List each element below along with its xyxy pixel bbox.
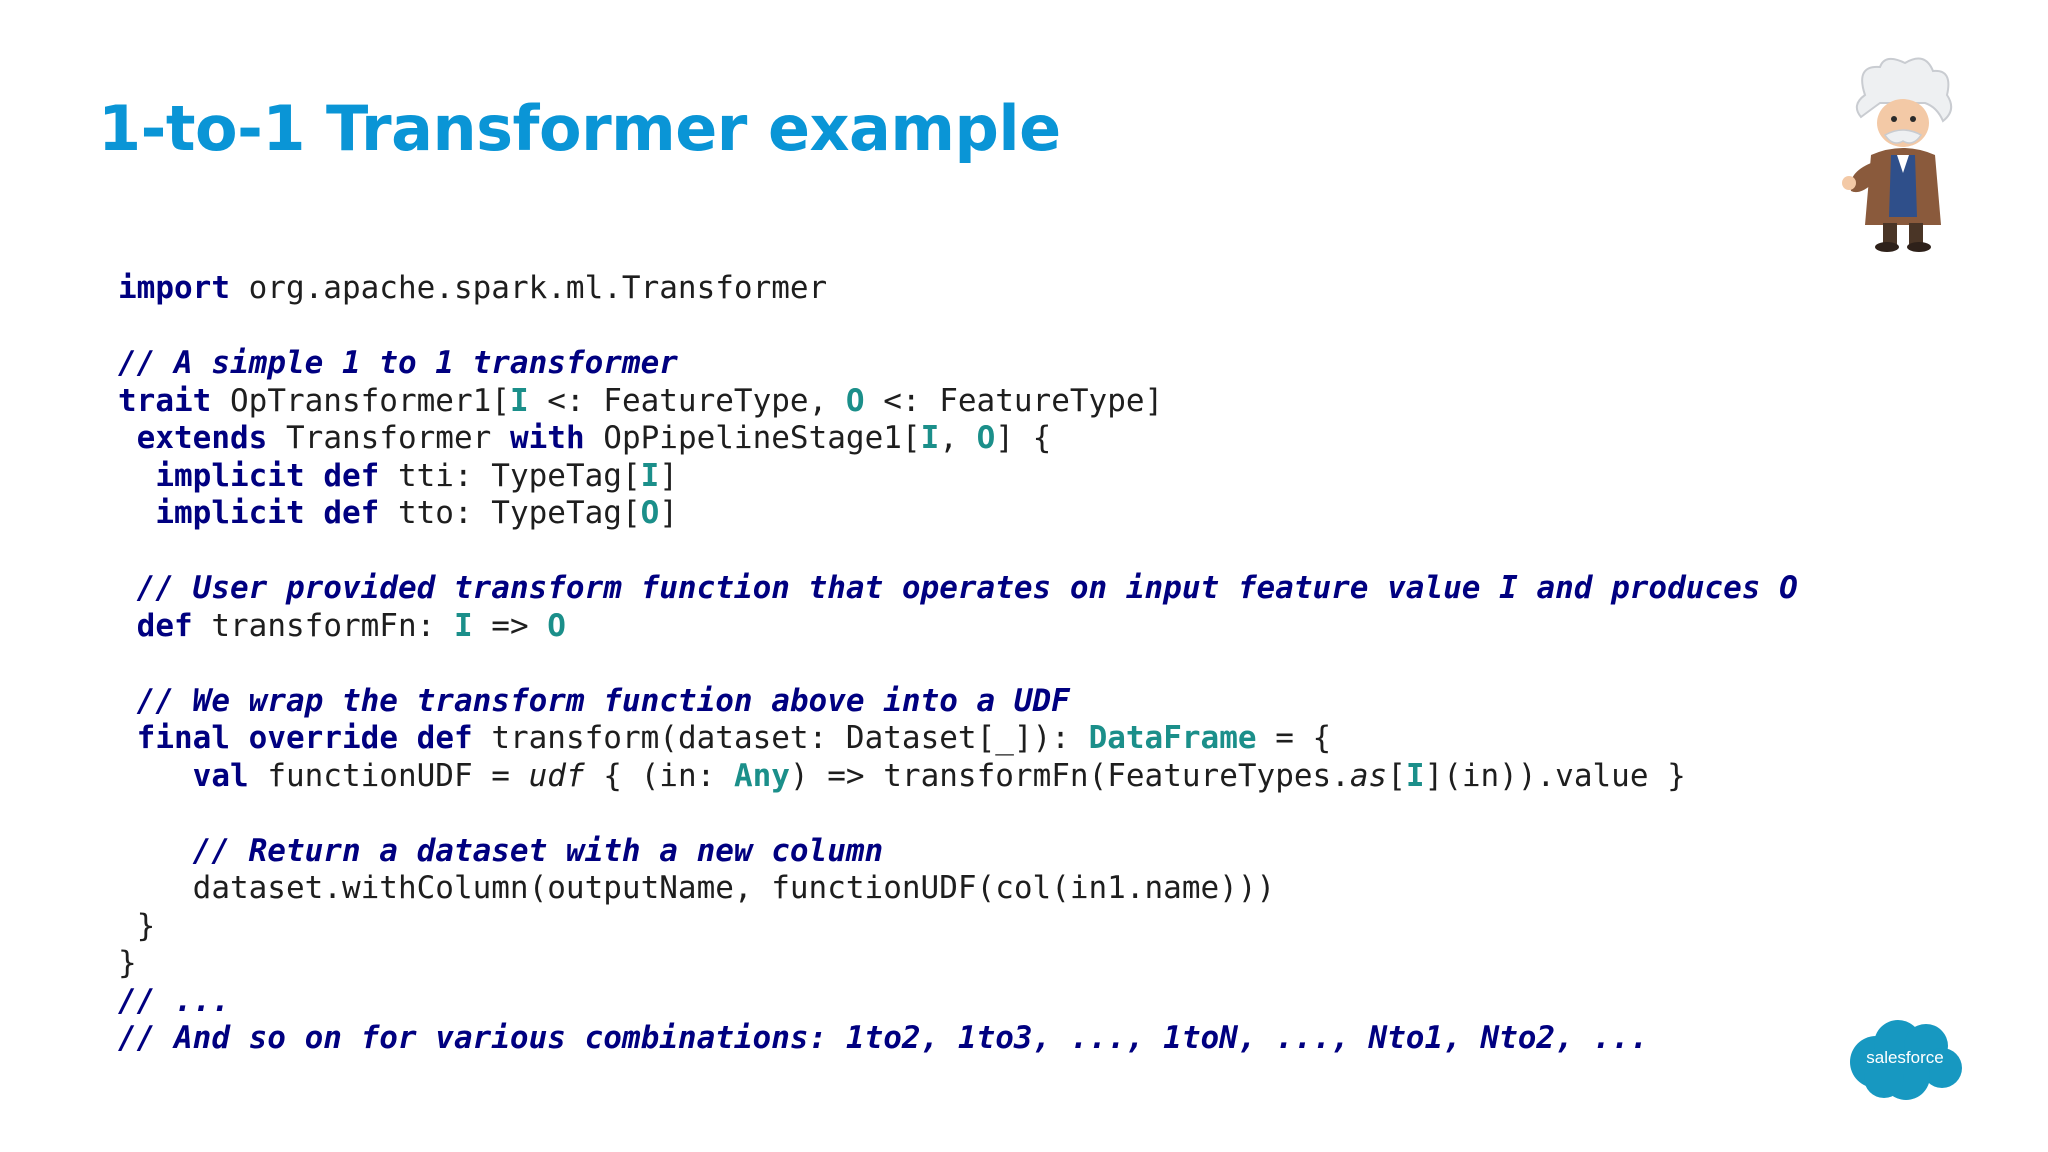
- code-keyword: final: [136, 720, 230, 756]
- einstein-mascot-icon: [1825, 55, 1975, 255]
- code-text: [118, 683, 137, 719]
- code-keyword: def: [323, 457, 380, 494]
- code-type: O: [976, 420, 996, 456]
- code-type: O: [640, 495, 660, 531]
- code-text: ](in)).value }: [1424, 757, 1686, 794]
- code-type: I: [920, 420, 940, 456]
- code-line: import org.apache.spark.ml.Transformer: [118, 270, 1798, 308]
- code-line: // We wrap the transform function above …: [118, 683, 1798, 721]
- code-text: = {: [1256, 720, 1332, 756]
- code-block: import org.apache.spark.ml.Transformer //…: [118, 270, 1798, 1058]
- code-text: tti: TypeTag[: [379, 457, 641, 494]
- code-text: [118, 495, 155, 531]
- code-keyword: val: [192, 757, 249, 794]
- code-line: trait OpTransformer1[I <: FeatureType, O…: [118, 383, 1798, 421]
- code-comment: // We wrap the transform function above …: [136, 682, 1070, 719]
- code-keyword: def: [323, 495, 380, 531]
- code-text: ) => transformFn(FeatureTypes.: [789, 757, 1350, 794]
- code-text: ,: [939, 420, 977, 456]
- salesforce-logo: salesforce: [1846, 1018, 1964, 1102]
- code-comment: // ...: [118, 982, 230, 1019]
- code-line: val functionUDF = udf { (in: Any) => tra…: [118, 758, 1798, 796]
- code-text: dataset.withColumn(outputName, functionU…: [118, 870, 1276, 906]
- code-text: [118, 608, 137, 644]
- slide-title: 1-to-1 Transformer example: [98, 92, 1061, 165]
- code-text: org.apache.spark.ml.Transformer: [229, 270, 828, 306]
- code-type: O: [845, 382, 865, 419]
- code-line: // And so on for various combinations: 1…: [118, 1020, 1798, 1058]
- code-text: [118, 833, 193, 869]
- code-keyword: def: [136, 607, 193, 644]
- code-keyword: import: [118, 270, 230, 306]
- code-line: implicit def tti: TypeTag[I]: [118, 458, 1798, 496]
- code-text: udf: [528, 757, 585, 794]
- code-type: I: [453, 607, 473, 644]
- code-text: { (in:: [584, 757, 734, 794]
- code-text: <: FeatureType]: [864, 382, 1164, 419]
- code-text: ] {: [995, 420, 1052, 456]
- code-text: [118, 420, 137, 456]
- code-line: dataset.withColumn(outputName, functionU…: [118, 870, 1798, 908]
- code-line: // User provided transform function that…: [118, 570, 1798, 608]
- code-line: implicit def tto: TypeTag[O]: [118, 495, 1798, 533]
- code-text: Transformer: [267, 420, 510, 456]
- code-text: OpPipelineStage1[: [584, 420, 921, 456]
- code-line: }: [118, 908, 1798, 946]
- code-text: tto: TypeTag[: [379, 495, 641, 531]
- code-type: DataFrame: [1088, 720, 1257, 756]
- code-line: [118, 645, 1798, 683]
- code-text: }: [118, 907, 156, 944]
- code-text: ]: [659, 457, 678, 494]
- code-type: O: [547, 607, 566, 644]
- code-keyword: def: [416, 720, 473, 756]
- code-text: [305, 458, 324, 494]
- code-text: functionUDF =: [248, 757, 529, 794]
- code-keyword: with: [509, 420, 585, 456]
- code-line: final override def transform(dataset: Da…: [118, 720, 1798, 758]
- code-text: }: [118, 945, 137, 981]
- code-text: [118, 758, 193, 794]
- code-keyword: trait: [118, 382, 212, 419]
- code-comment: // A simple 1 to 1 transformer: [118, 345, 678, 381]
- code-line: [118, 533, 1798, 571]
- code-line: // Return a dataset with a new column: [118, 833, 1798, 871]
- code-text: ]: [659, 495, 678, 531]
- code-line: }: [118, 945, 1798, 983]
- code-text: [118, 458, 155, 494]
- code-text: transformFn:: [192, 607, 454, 644]
- code-comment: // And so on for various combinations: 1…: [118, 1020, 1649, 1056]
- code-text: [118, 570, 137, 606]
- code-type: I: [640, 457, 660, 494]
- code-keyword: override: [248, 720, 398, 756]
- code-keyword: implicit: [155, 495, 305, 531]
- code-text: transform(dataset: Dataset[_]):: [472, 720, 1089, 756]
- code-text: [398, 720, 417, 756]
- code-line: def transformFn: I => O: [118, 608, 1798, 646]
- code-line: [118, 795, 1798, 833]
- code-text: [: [1387, 757, 1406, 794]
- code-keyword: extends: [136, 420, 268, 456]
- code-text: [230, 720, 249, 756]
- code-comment: // User provided transform function that…: [136, 570, 1798, 606]
- code-text: =>: [472, 607, 548, 644]
- code-line: // ...: [118, 983, 1798, 1021]
- code-text: as: [1349, 757, 1388, 794]
- code-line: extends Transformer with OpPipelineStage…: [118, 420, 1798, 458]
- code-text: OpTransformer1[: [211, 382, 510, 419]
- code-keyword: implicit: [155, 457, 305, 494]
- code-line: // A simple 1 to 1 transformer: [118, 345, 1798, 383]
- code-type: I: [1405, 757, 1425, 794]
- code-text: <: FeatureType,: [528, 382, 846, 419]
- code-line: [118, 308, 1798, 346]
- code-type: Any: [733, 757, 790, 794]
- logo-text: salesforce: [1866, 1048, 1944, 1067]
- code-comment: // Return a dataset with a new column: [192, 832, 884, 869]
- code-text: [305, 495, 324, 531]
- code-type: I: [509, 382, 529, 419]
- code-text: [118, 720, 137, 756]
